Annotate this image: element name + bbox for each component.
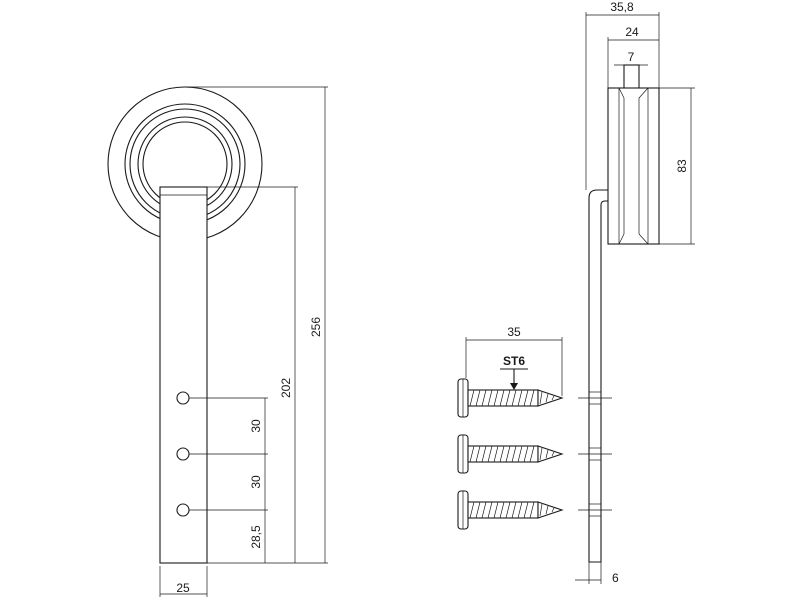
dim-wheel-width: 24	[625, 25, 639, 39]
side-view: 35,8 24 7 83	[457, 0, 695, 585]
strap-profile	[588, 189, 608, 563]
dim-wheel-diameter: 83	[675, 159, 689, 173]
dim-hole-spacing-1: 30	[249, 419, 263, 433]
wheel-side-body	[607, 87, 660, 245]
strap	[159, 186, 208, 564]
strap-hole-marks	[589, 391, 601, 517]
dim-hole-spacing-2: 30	[249, 475, 263, 489]
dim-bottom-offset: 28,5	[249, 525, 263, 549]
screw-type-label: ST6	[503, 354, 525, 368]
axle-pin	[623, 64, 640, 90]
front-view: 256 202 30 30 28,5 25	[107, 86, 328, 597]
dim-hole-height: 202	[279, 378, 293, 398]
screw-2	[457, 434, 564, 474]
dim-overall-width: 35,8	[610, 0, 634, 14]
wheel-groove-bottom-bevel	[618, 233, 649, 245]
screw-1	[457, 378, 564, 418]
dim-overall-height: 256	[309, 317, 323, 337]
dim-screw-length: 35	[507, 325, 521, 339]
dim-groove-width: 7	[628, 50, 635, 64]
dim-strap-width: 25	[176, 581, 190, 595]
screw-3	[457, 490, 564, 530]
screw-type-arrow	[510, 383, 518, 390]
dim-strap-thickness: 6	[612, 571, 619, 585]
wheel-groove-top-bevel	[618, 87, 649, 99]
